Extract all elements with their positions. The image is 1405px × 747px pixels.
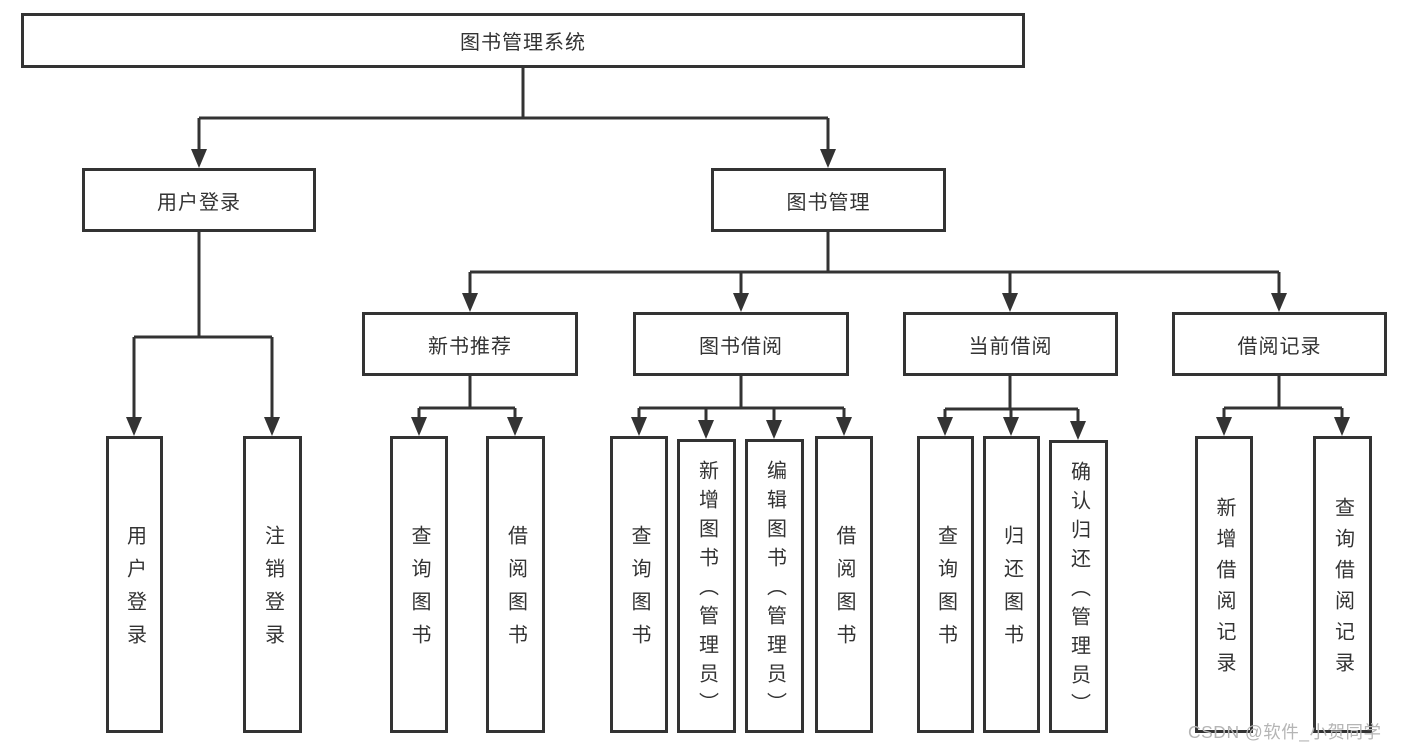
node-label: 查询借阅记录 <box>1331 497 1354 683</box>
node-user-login-group: 用户登录 <box>82 168 316 232</box>
node-label: 新书推荐 <box>428 335 512 358</box>
node-label: 借阅图书 <box>504 525 527 657</box>
node-new-book-recommend: 新书推荐 <box>362 312 578 376</box>
node-label: 确认归还（管理员） <box>1067 460 1090 722</box>
node-book-borrow: 图书借阅 <box>633 312 849 376</box>
node-confirm-return-admin: 确认归还（管理员） <box>1049 440 1108 733</box>
node-return-book: 归还图书 <box>983 436 1040 733</box>
node-library-management-system: 图书管理系统 <box>21 13 1025 68</box>
node-label: 图书管理 <box>786 191 871 214</box>
node-label: 编辑图书（管理员） <box>763 460 786 721</box>
node-label: 图书借阅 <box>699 335 783 358</box>
node-add-book-admin: 新增图书（管理员） <box>677 439 736 733</box>
node-book-management: 图书管理 <box>711 168 946 232</box>
node-query-borrow-record: 查询借阅记录 <box>1313 436 1372 733</box>
node-label: 查询图书 <box>628 525 650 657</box>
node-label: 查询图书 <box>934 525 957 657</box>
node-query-books-3: 查询图书 <box>917 436 974 733</box>
node-label: 借阅记录 <box>1237 335 1322 358</box>
node-label: 新增借阅记录 <box>1213 497 1235 683</box>
node-logout: 注销登录 <box>243 436 302 733</box>
node-label: 图书管理系统 <box>460 32 586 54</box>
csdn-watermark: CSDN @软件_小贺同学 <box>1188 722 1382 742</box>
node-user-login: 用户登录 <box>106 436 163 733</box>
node-borrow-records: 借阅记录 <box>1172 312 1387 376</box>
node-add-borrow-record: 新增借阅记录 <box>1195 436 1253 733</box>
node-borrow-books-1: 借阅图书 <box>486 436 545 733</box>
node-current-borrow: 当前借阅 <box>903 312 1118 376</box>
node-label: 注销登录 <box>261 525 284 657</box>
node-label: 归还图书 <box>1000 525 1023 657</box>
node-query-books-2: 查询图书 <box>610 436 668 733</box>
node-label: 借阅图书 <box>833 525 855 657</box>
node-query-books-1: 查询图书 <box>390 436 448 733</box>
node-edit-book-admin: 编辑图书（管理员） <box>745 439 804 733</box>
node-label: 用户登录 <box>123 525 146 657</box>
node-label: 查询图书 <box>408 525 430 657</box>
arrowheads <box>126 149 1350 440</box>
node-borrow-books-2: 借阅图书 <box>815 436 873 733</box>
node-label: 用户登录 <box>157 191 241 214</box>
node-label: 新增图书（管理员） <box>695 460 718 721</box>
node-label: 当前借阅 <box>968 335 1053 358</box>
